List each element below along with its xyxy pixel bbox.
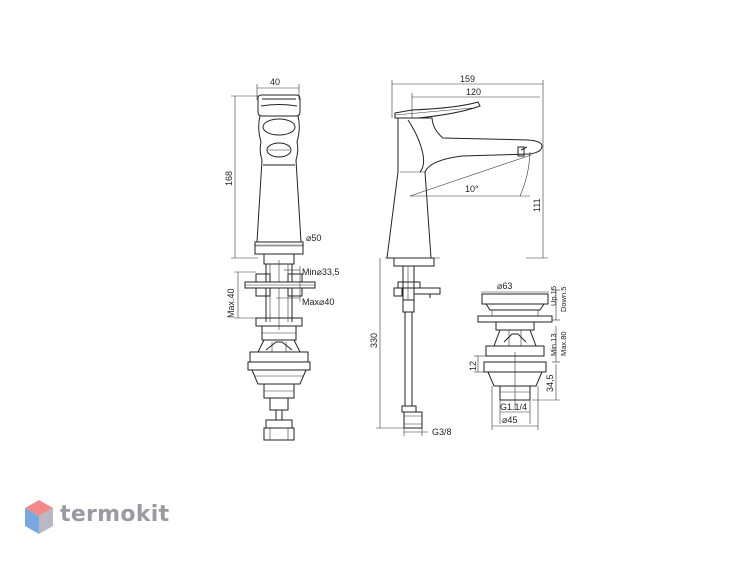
front-max-hole-label: Max⌀40 [302, 297, 334, 307]
front-view: 40 168 ⌀50 [224, 77, 339, 441]
side-hose-length-label: 330 [369, 333, 379, 348]
termokit-logo: termokit [24, 498, 184, 538]
waste-top-height-label: 12 [468, 361, 478, 371]
side-view: 159 120 10° 111 [369, 74, 548, 437]
hexagon-logo-icon [25, 500, 53, 534]
front-height-label: 168 [224, 171, 234, 186]
side-reach-label: 120 [466, 87, 481, 97]
waste-outlet-diameter-label: ⌀45 [502, 415, 517, 425]
front-base-diameter-label: ⌀50 [306, 233, 321, 243]
waste-view: ⌀63 Up.15 Down.5 Min.13 Max.80 [468, 281, 568, 430]
side-thread-label: G3/8 [432, 427, 452, 437]
waste-max-label: Max.80 [559, 331, 568, 356]
waste-thread-label: G1.1/4 [500, 402, 527, 412]
waste-body-height-label: 34,5 [545, 374, 555, 392]
side-angle-label: 10° [465, 184, 479, 194]
waste-cap-diameter-label: ⌀63 [497, 281, 512, 291]
logo-text: termokit [60, 502, 170, 527]
side-height-label: 111 [532, 198, 542, 212]
waste-up-label: Up.15 [549, 286, 558, 306]
waste-min-label: Min.13 [549, 333, 558, 356]
front-min-hole-label: Min⌀33,5 [302, 267, 339, 277]
waste-down-label: Down.5 [559, 287, 568, 312]
front-width-label: 40 [270, 77, 280, 87]
side-length-label: 159 [460, 74, 475, 84]
front-max-thickness-label: Max.40 [226, 288, 236, 318]
